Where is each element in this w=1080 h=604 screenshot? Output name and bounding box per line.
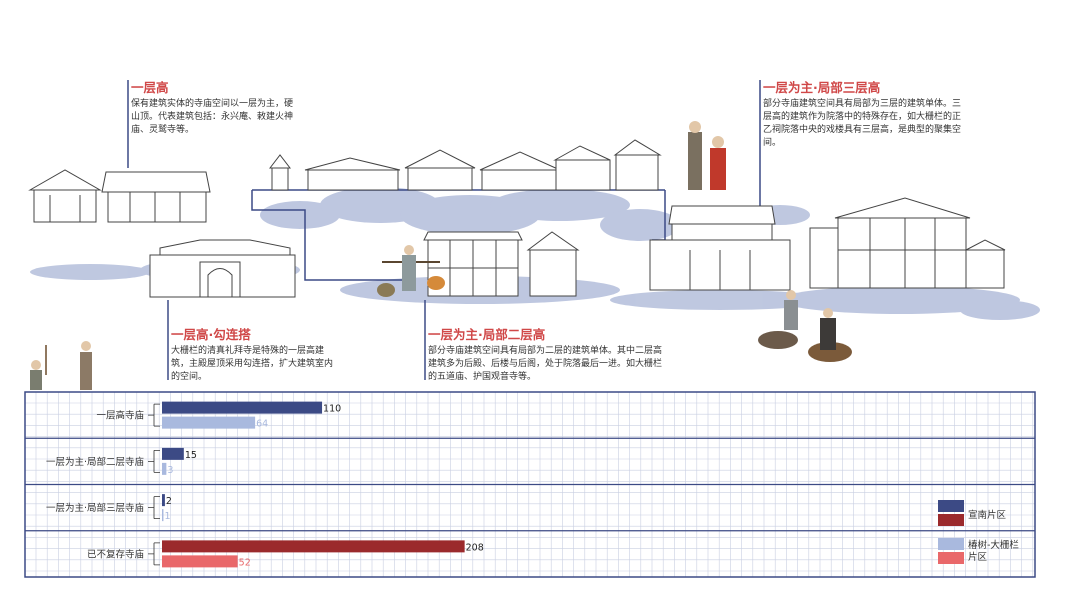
bar-dashilan [162,462,167,475]
legend-swatches [938,500,964,564]
chart-bars [162,401,465,568]
bar-value-label: 110 [323,404,341,415]
figure-couple [688,121,726,190]
bar-value-label: 15 [185,450,197,461]
category-bracket [148,496,160,520]
annotation-title: 一层为主·局部三层高 [763,80,881,95]
annotation-partial-two-storey: 一层为主·局部二层高 部分寺庙建筑空间具有局部为二层的建筑单体。其中二层高建筑多… [428,327,668,384]
annotation-title: 一层高·勾连搭 [171,327,251,342]
legend-swatch-xuannan [938,500,964,512]
architecture-illustration [28,80,1040,390]
bar-value-label: 1 [164,511,170,522]
category-bracket [148,449,160,473]
annotation-title: 一层为主·局部二层高 [428,327,546,342]
category-brackets [148,403,160,566]
legend-label-dashilan-line1: 椿树-大栅栏 [968,540,1019,551]
building-three-storey [649,197,1006,291]
building-group-1 [28,169,211,223]
building-gate [149,239,296,298]
category-label: 一层为主·局部三层寺庙 [46,502,144,514]
building-two-storey [423,231,580,297]
bar-value-label: 2 [166,496,172,507]
annotation-partial-three-storey: 一层为主·局部三层高 部分寺庙建筑空间具有局部为三层的建筑单体。三层高的建筑作为… [763,80,963,150]
bar-value-label: 64 [256,419,268,430]
legend-swatch-xuannan-lost [938,514,964,526]
building-group-top [268,139,662,191]
category-label: 一层高寺庙 [96,410,144,422]
category-bracket [148,403,160,427]
annotation-body: 大栅栏的清真礼拜寺是特殊的一层高建筑，主殿屋顶采用勾连搭，扩大建筑室内的空间。 [171,346,334,382]
bar-dashilan [162,555,238,568]
bar-value-label: 52 [239,557,251,568]
figure-porter [377,245,445,297]
legend-label-dashilan-line2: 片区 [968,552,988,563]
annotation-one-storey-goulianda: 一层高·勾连搭 大栅栏的清真礼拜寺是特殊的一层高建筑，主殿屋顶采用勾连搭，扩大建… [171,327,336,384]
legend-swatch-dashilan-lost [938,552,964,564]
bar-xuannan [162,401,323,414]
bar-dashilan [162,509,164,522]
legend-swatch-dashilan [938,538,964,550]
category-label: 一层为主·局部二层寺庙 [46,456,144,468]
bar-value-label: 3 [167,465,173,476]
annotation-body: 部分寺庙建筑空间具有局部为三层的建筑单体。三层高的建筑作为院落中的特殊存在，如大… [763,99,962,148]
bar-xuannan [162,447,184,460]
category-bracket [148,542,160,566]
annotation-body: 部分寺庙建筑空间具有局部为二层的建筑单体。其中二层高建筑多为后殿、后楼与后阁，处… [428,346,663,382]
annotation-body: 保有建筑实体的寺庙空间以一层为主，硬山顶。代表建筑包括：永兴庵、敕建火神庙、灵鹫… [131,99,294,135]
legend-label-xuannan: 宣南片区 [968,510,1007,521]
figure-gardeners [30,341,92,390]
bar-xuannan [162,494,165,507]
category-label: 已不复存寺庙 [87,548,144,560]
bar-dashilan [162,416,256,429]
bar-xuannan [162,540,465,553]
value-labels: 110 64 15 3 2 1 208 52 [164,404,483,569]
annotation-one-storey: 一层高 保有建筑实体的寺庙空间以一层为主，硬山顶。代表建筑包括：永兴庵、敕建火神… [131,80,296,137]
row-dividers [25,437,1035,532]
annotation-title: 一层高 [131,80,169,95]
figure-donkey-riders [758,290,852,362]
legend-label-dashilan: 椿树-大栅栏 片区 [968,540,1019,564]
bar-value-label: 208 [466,542,484,553]
